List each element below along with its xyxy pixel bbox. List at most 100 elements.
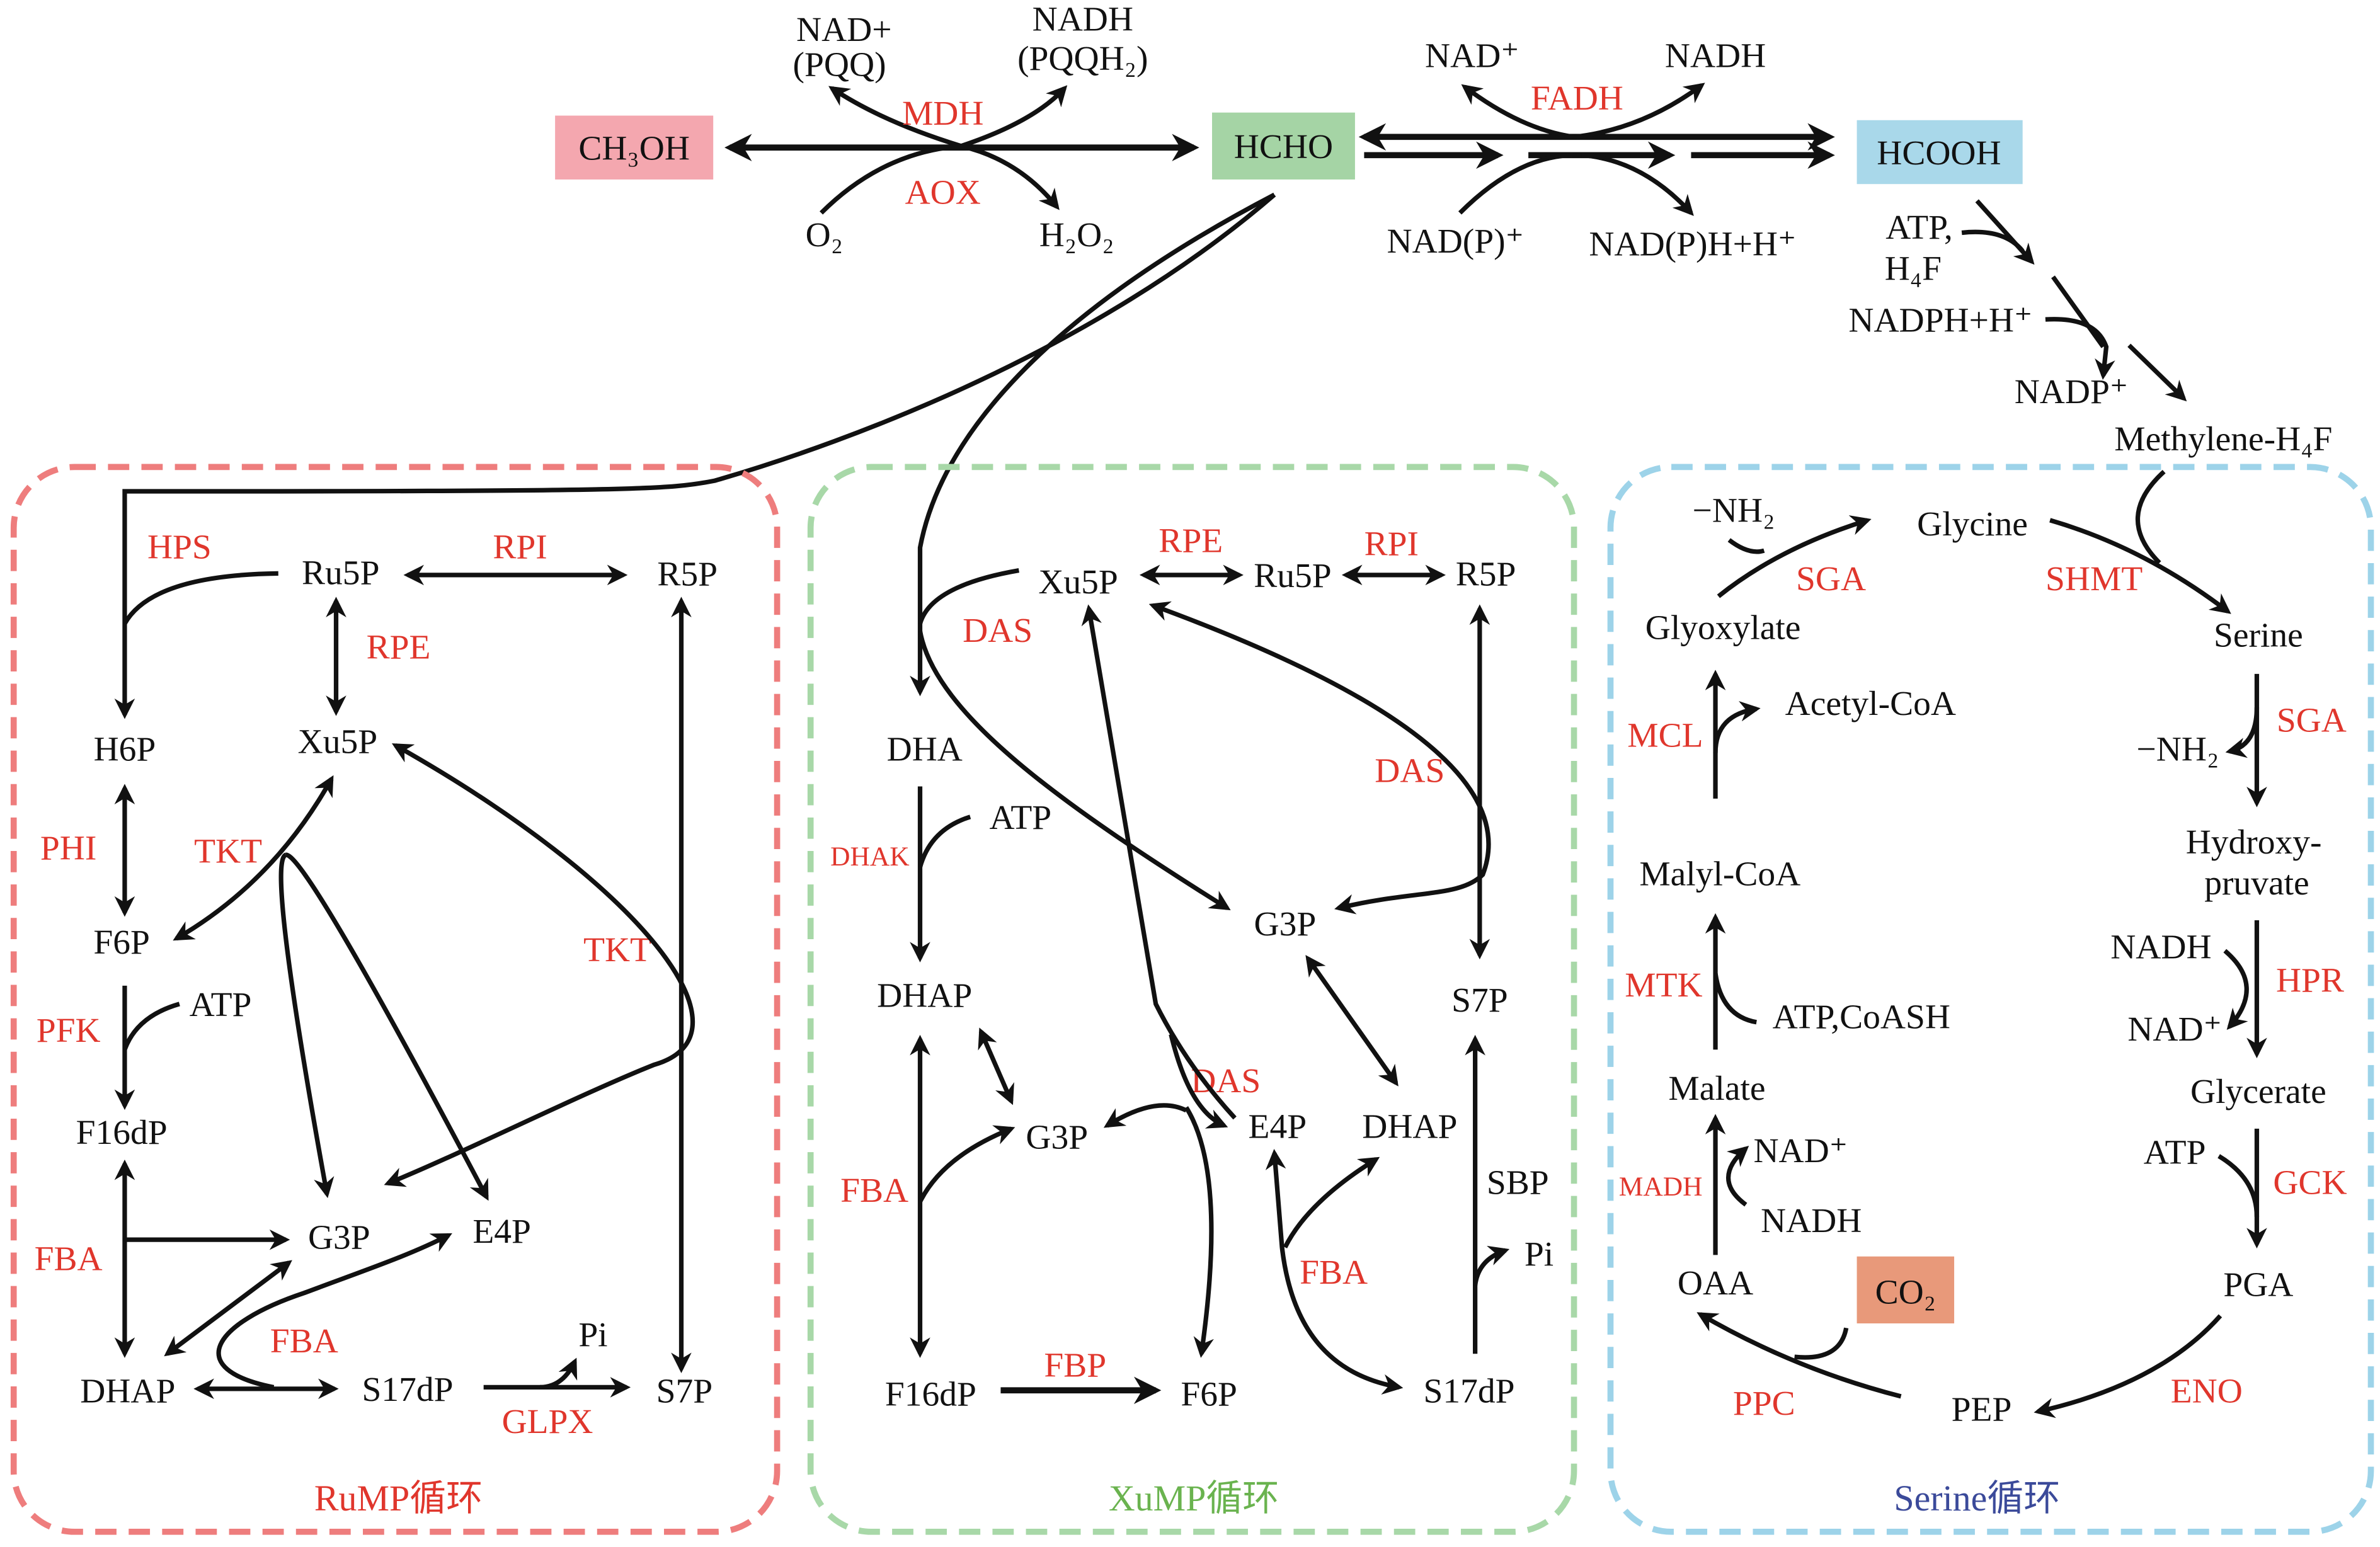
met-oaa: OAA [1678,1264,1753,1303]
met-e4p: E4P [1249,1107,1307,1146]
enzyme-mtk: MTK [1625,966,1702,1005]
met-nh2-right: −NH₂ [2137,730,2219,768]
pga-pep-arrow [2034,1314,2223,1419]
formate-step1-arrow [1975,199,2035,265]
met-hydroxypyruvate-1: Hydroxy- [2186,823,2322,862]
xump-cycle: XuMP循环 Xu5P Ru5P R5P DHA ATP G3P DHAP S7… [807,464,1577,1535]
met-pi: Pi [578,1316,607,1354]
methylene-shmt-curve [2135,469,2166,565]
atp-dhak-curve [918,814,971,868]
rump-cycle-label: RuMP循环 [314,1478,483,1519]
cofactor-nadh: NADH [1033,0,1133,38]
enzyme-fbp: FBP [1044,1347,1106,1385]
enzyme-das-2: DAS [1375,751,1445,790]
rump-cycle: RuMP循环 Ru5P R5P Xu5P H6P F6P ATP F16dP G… [10,464,781,1535]
aox-cofactor-out-arrow [960,144,1060,210]
met-glycine: Glycine [1917,505,2028,544]
met-dhap: DHAP [80,1373,175,1411]
sga1-nh2-curve [1727,538,1765,554]
enzyme-glpx: GLPX [502,1403,593,1441]
hpr-nadh-nad-arrow [2223,949,2249,1030]
glyoxylate-glycine-arrow [1717,515,1872,598]
enzyme-fba-2: FBA [270,1322,338,1361]
met-sbp: SBP [1487,1164,1549,1202]
fba2-dhap-arrow [1283,1156,1380,1248]
met-hydroxypyruvate-2: pruvate [2204,864,2309,903]
met-s7p: S7P [1451,981,1508,1020]
enzyme-sga-2: SGA [2277,702,2347,740]
rump-cycle-border [10,464,781,1535]
mdh-cofactor-out-arrow [960,85,1068,149]
met-ru5p: Ru5P [1254,557,1331,595]
enzyme-tkt-1: TKT [194,832,262,871]
atp-pfk-curve [122,1002,180,1051]
enzyme-dhak: DHAK [830,842,910,872]
das-to-g3p-arrow [917,631,1231,911]
formate-label: HCOOH [1877,134,2001,173]
met-malyl-coa: Malyl-CoA [1639,855,1800,893]
methanol-label: CH₃OH [578,130,690,168]
met-nadh-right: NADH [2110,928,2211,966]
met-f16dp: F16dP [885,1375,976,1413]
nadp-in-curve [1458,152,1582,215]
cofactor-h4f: H₄F [1885,249,1942,288]
das3-g3p-arrow [1103,1103,1187,1128]
nadp-out-arrow [1581,152,1694,216]
met-atp: ATP [989,799,1051,837]
met-f16dp: F16dP [76,1114,168,1152]
pep-oaa-arrow [1696,1312,1902,1399]
enzyme-rpi: RPI [493,528,547,566]
gck-atp-curve [2217,1154,2260,1217]
cofactor-nadh-2: NADH [1665,37,1766,75]
hcho-to-rump-line [114,193,1276,719]
serine-cycle-border [1607,464,2374,1535]
nadph-curve [2045,317,2115,380]
met-pi: Pi [1525,1235,1553,1274]
enzyme-madh: MADH [1619,1172,1703,1202]
enzyme-rpe: RPE [1159,522,1223,561]
enzyme-mcl: MCL [1627,717,1703,755]
met-dhap-left: DHAP [877,977,972,1015]
xump-cycle-border [807,464,1577,1535]
met-ru5p: Ru5P [302,554,379,592]
ru5p-to-hps-curve [122,571,278,625]
madh-nadh-nad-arrow [1725,1146,1749,1207]
formaldehyde-box [1212,112,1355,180]
cofactor-pqqh2: (PQQH₂) [1017,40,1148,78]
dhap-left-g3p-arrow [978,1027,1014,1105]
met-f6p: F6P [1181,1375,1237,1413]
cofactor-nad-plus-2: NAD⁺ [1425,37,1519,75]
met-xu5p: Xu5P [298,722,377,761]
met-g3p: G3P [308,1219,370,1257]
methylene-h4f: Methylene-H₄F [2114,420,2332,459]
enzyme-phi: PHI [40,829,96,867]
xu5p-das-curve [918,568,1020,625]
met-r5p: R5P [1456,556,1516,594]
s17dp-e4p-arrow [216,1233,452,1390]
glpx-pi-arrow [539,1357,578,1390]
formate-box [1857,120,2023,185]
sga2-nh2-arrow [2225,707,2260,758]
enzyme-fba-1: FBA [840,1172,908,1210]
met-pga: PGA [2223,1266,2293,1304]
met-serine: Serine [2214,616,2303,654]
cofactor-nadph-h: NAD(P)H+H⁺ [1589,225,1796,264]
cofactor-nadph-h-2: NADPH+H⁺ [1848,301,2032,340]
methanol-box [555,115,714,180]
xump-cycle-label: XuMP循环 [1109,1478,1279,1519]
enzyme-das-1: DAS [963,612,1033,650]
enzyme-gck: GCK [2273,1164,2347,1202]
met-h6p: H6P [94,730,156,768]
met-pep: PEP [1952,1391,2012,1429]
formaldehyde-label: HCHO [1234,128,1333,166]
met-co2: CO₂ [1875,1274,1936,1312]
enzyme-fba-1: FBA [35,1240,103,1278]
mtk-atp-coash-curve [1713,973,1757,1025]
hcho-to-xump-line [910,192,1276,697]
enzyme-hpr: HPR [2276,962,2344,1000]
enzyme-fadh: FADH [1531,79,1623,118]
fadh-cofactor-in-arrow [1461,84,1575,139]
top-section: CH₃OH HCHO HCOOH MDH AOX NAD+ (PQQ) NADH… [114,0,2332,719]
tkt-to-e4p-arrow [285,852,489,1201]
